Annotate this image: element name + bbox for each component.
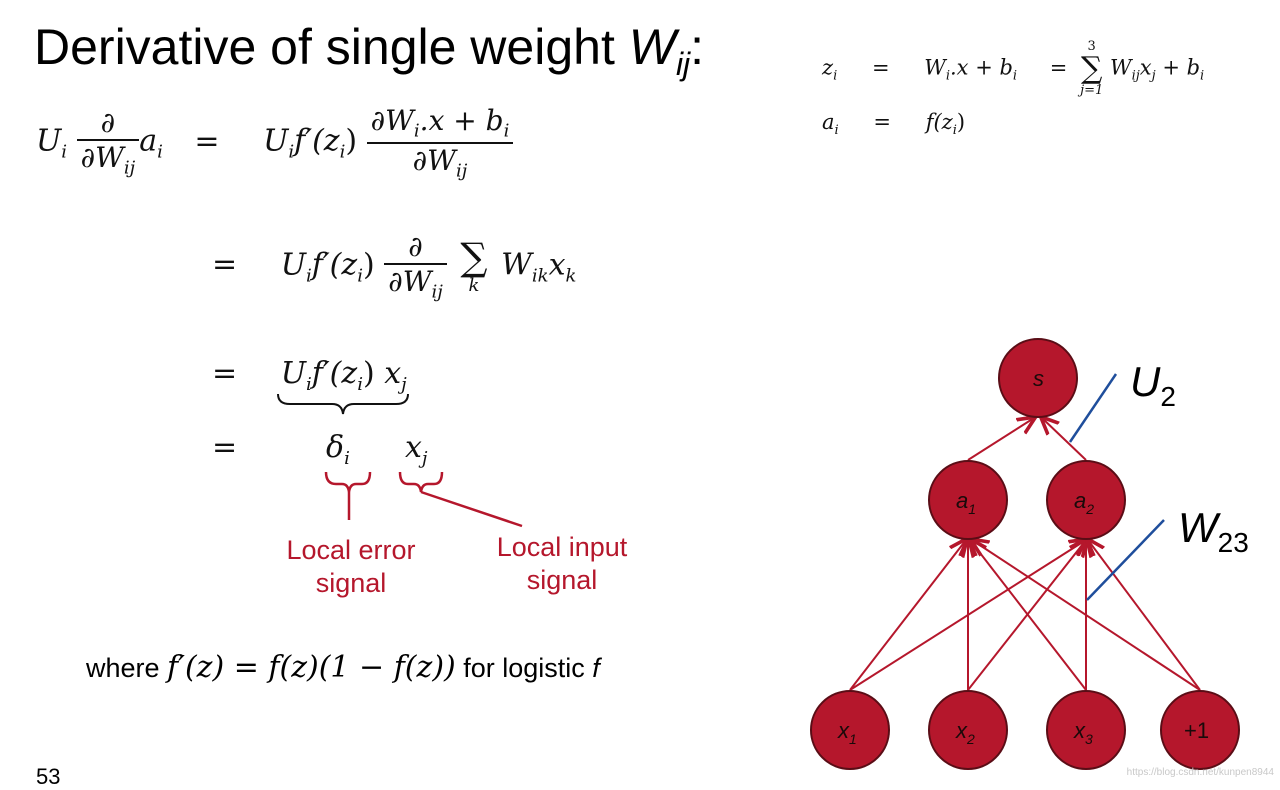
line1-partial-den: ∂W [80, 141, 124, 175]
label-U2: U2 [1130, 358, 1176, 412]
line1-partial-num: ∂ [100, 106, 116, 140]
z-lhs: z [822, 55, 834, 80]
line4-delta: δi [326, 430, 350, 469]
line2-partial-num: ∂ [408, 230, 423, 263]
edge-a1-s [967, 418, 1034, 461]
annotation-pointers [324, 471, 523, 528]
derivation-line-3: = Uif′(zi) xj [212, 356, 407, 395]
z-eq1: = [871, 55, 890, 80]
line3-eq: = [212, 356, 238, 391]
line1-eq: = [194, 123, 220, 159]
line3-fprime: f′(z [311, 356, 358, 391]
z-rhs1-rest: .x + b [950, 55, 1013, 80]
node-x3 [1046, 690, 1126, 770]
line2-sum-sub: k [468, 275, 480, 297]
z-sum-top: 3 [1087, 39, 1096, 54]
line3-x: x [384, 356, 402, 391]
local-input-label: Local input signal [496, 532, 628, 595]
a-definition: ai = f(zi) [822, 110, 966, 139]
line2-sum-symbol: ∑ [460, 235, 488, 280]
edge-x3-a1 [970, 540, 1087, 691]
line2-partial-den: ∂W [388, 265, 432, 298]
footnote: where f′(z) = f(z)(1 − f(z)) for logisti… [86, 650, 600, 685]
edge-b-a1 [972, 540, 1201, 691]
input-pointer [420, 490, 523, 528]
line3-Uf: U [280, 356, 306, 391]
underbrace [277, 393, 409, 415]
node-x2 [928, 690, 1008, 770]
line2-term-x: x [548, 247, 566, 283]
line1-num-rest: .x + b [419, 104, 504, 137]
title-var: W [628, 19, 676, 75]
z-rhs2: W [1109, 55, 1132, 80]
line2-partial-frac: ∂ ∂Wij [384, 230, 447, 303]
line2-term-W: W [501, 247, 532, 283]
line4-x: xj [405, 430, 428, 469]
title-sub: ij [675, 46, 691, 82]
line4-delta-symbol: δ [326, 430, 345, 465]
footnote-where: where [86, 653, 168, 683]
title-suffix: : [690, 19, 705, 75]
node-s [998, 338, 1078, 418]
line2-fprime: f′(z [311, 247, 358, 283]
node-a2 [1046, 460, 1126, 540]
node-bias-label: +1 [1184, 718, 1209, 743]
hidden-output-edges [967, 418, 1087, 461]
line4-eq: = [212, 430, 238, 465]
a-eq: = [873, 110, 891, 134]
z-lhs-sub: i [833, 68, 838, 84]
node-x1 [810, 690, 890, 770]
node-a1 [928, 460, 1008, 540]
z-rhs1: W [924, 55, 946, 80]
local-error-label: Local error signal [286, 535, 416, 598]
z-sum-symbol: ∑ [1080, 51, 1103, 86]
footnote-tail: for logistic [455, 653, 593, 683]
network-diagram: s a1 a2 x1 x2 x3 +1 U2 W23 [810, 338, 1249, 770]
label-W23: W23 [1178, 504, 1249, 558]
edge-b-a2 [1088, 540, 1201, 691]
watermark: https://blog.csdn.net/kunpen8944 [1126, 767, 1274, 778]
line2-eq: = [212, 247, 238, 283]
a-lhs: a [822, 110, 835, 134]
line1-a: a [139, 123, 158, 159]
a-rhs: f(z [925, 110, 953, 134]
title-prefix: Derivative of single weight [34, 19, 629, 75]
z-eq2: = [1049, 55, 1068, 80]
line1-den: ∂W [412, 143, 456, 177]
derivation-line-1: Ui ∂ ∂Wij ai = Uif′(zi) ∂Wi.x + bi ∂Wij [36, 104, 514, 181]
pointer-U2 [1068, 373, 1118, 443]
derivation-line-2: = Uif′(zi) ∂ ∂Wij ∑ k Wikxk [212, 230, 577, 303]
input-hidden-edges [849, 540, 1201, 691]
line2-Uf: U [280, 247, 306, 283]
line1-partial-frac: ∂ ∂Wij [76, 106, 140, 179]
line4-x-symbol: x [405, 430, 422, 465]
z-rhs2-rest: x [1139, 55, 1152, 80]
error-brace [324, 471, 372, 493]
footnote-formula: f′(z) = f(z)(1 − f(z)) [167, 650, 456, 685]
derivation-line-4: = [212, 430, 237, 465]
node-bias [1160, 690, 1240, 770]
page-number: 53 [36, 764, 61, 789]
edge-x1-a1 [849, 540, 966, 691]
z-definition: zi = Wi.x + bi = 3 ∑ j=1 Wijxj + bi [822, 39, 1205, 98]
input-brace [398, 471, 444, 493]
edge-a2-s [1042, 418, 1087, 461]
line1-fprime: f′(z [294, 123, 340, 159]
line1-U: U [36, 123, 62, 159]
node-s-label: s [1033, 366, 1044, 391]
line1-num: ∂W [370, 104, 414, 137]
pointer-W23 [1086, 519, 1165, 601]
slide-title: Derivative of single weight Wij: [34, 18, 704, 83]
footnote-f: f [592, 653, 600, 683]
line1-Uf: U [263, 123, 289, 159]
z-sum-bottom: j=1 [1080, 83, 1104, 98]
z-sum: 3 ∑ j=1 [1080, 40, 1103, 98]
line1-big-frac: ∂Wi.x + bi ∂Wij [366, 104, 514, 181]
line2-sum: ∑ k [460, 237, 487, 295]
